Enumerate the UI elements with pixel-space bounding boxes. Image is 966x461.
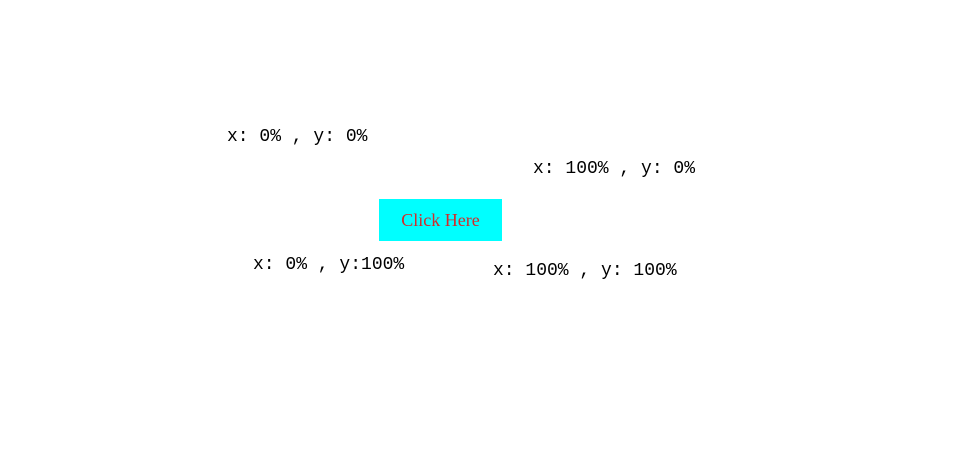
coordinate-label-top-left: x: 0% , y: 0% (227, 127, 368, 147)
coordinate-label-top-right: x: 100% , y: 0% (533, 159, 696, 179)
coordinate-label-bottom-right: x: 100% , y: 100% (493, 261, 677, 281)
click-here-button[interactable]: Click Here (379, 199, 502, 241)
coordinate-label-bottom-left: x: 0% , y:100% (253, 255, 405, 275)
